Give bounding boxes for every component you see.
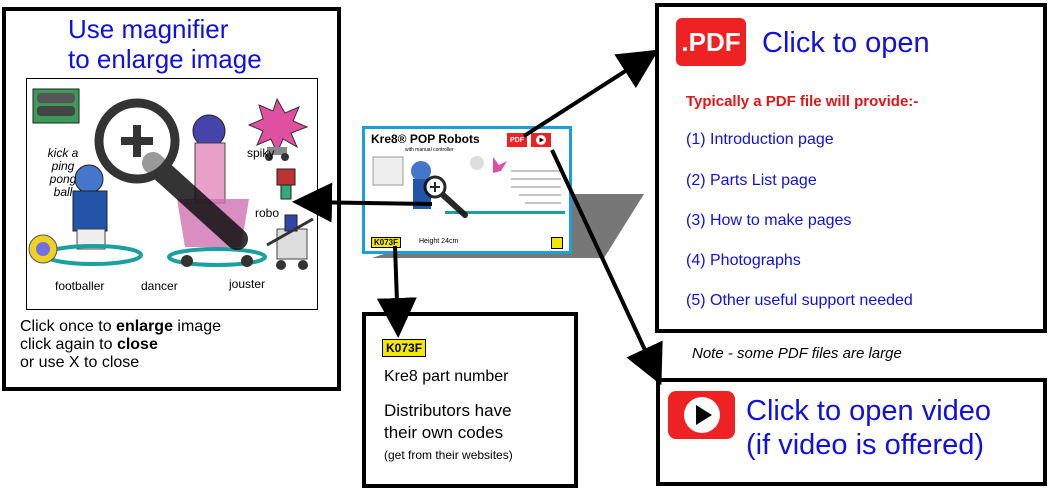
magnifier-title: Use magnifier to enlarge image xyxy=(68,14,262,74)
arrow-to-pdf xyxy=(522,49,659,138)
card-illustration xyxy=(372,156,565,218)
magnifier-figure xyxy=(94,98,248,250)
card-title: Kre8® POP Robots xyxy=(371,132,480,146)
robo-figure xyxy=(276,168,296,200)
kick-label: kick a ping pong ball xyxy=(47,146,79,199)
jouster-label: jouster xyxy=(229,277,266,291)
product-card[interactable]: Kre8® POP Robots with manual controller … xyxy=(362,126,572,254)
distributor-text: Distributors have their own codes xyxy=(384,401,512,442)
video-open-link[interactable]: Click to open video (if video is offered… xyxy=(746,395,992,461)
card-height: Height 24cm xyxy=(419,238,459,245)
pdf-item-5: (5) Other useful support needed xyxy=(686,292,913,309)
arrow-to-part-panel xyxy=(376,245,417,338)
magnifier-title-line2: to enlarge image xyxy=(68,44,262,74)
jouster-figure xyxy=(266,214,314,270)
instr-line3: or use X to close xyxy=(20,354,140,371)
card-part-code: K073F xyxy=(371,237,402,248)
pdf-intro: Typically a PDF file will provide:- xyxy=(686,93,919,110)
footballer-label: footballer xyxy=(55,279,105,293)
robot-image[interactable]: kick a ping pong ball spiky robo footbal… xyxy=(26,78,318,310)
dancer-label: dancer xyxy=(141,279,178,293)
part-number-label: Kre8 part number xyxy=(384,368,509,385)
video-play-icon[interactable] xyxy=(668,391,735,439)
card-pdf-icon[interactable]: PDF xyxy=(507,133,527,147)
arrow-to-video xyxy=(550,149,663,386)
robo-label: robo xyxy=(255,206,280,220)
part-code-badge: K073F xyxy=(382,339,427,357)
pdf-item-2: (2) Parts List page xyxy=(686,172,817,189)
instr-line2: click again to close xyxy=(20,336,158,353)
magnifier-title-line1: Use magnifier xyxy=(68,14,229,44)
footballer-figure xyxy=(28,164,143,266)
robot-illustration xyxy=(28,88,314,270)
pdf-item-1: (1) Introduction page xyxy=(686,131,834,148)
instr-line1: Click once to enlarge image xyxy=(20,318,221,335)
spiky-label: spiky xyxy=(247,146,275,160)
battery-box-figure xyxy=(32,88,80,124)
distributor-note: (get from their websites) xyxy=(384,448,513,462)
card-video-icon[interactable] xyxy=(531,133,551,147)
arrow-to-magnifier xyxy=(292,182,433,223)
pdf-size-note: Note - some PDF files are large xyxy=(692,345,902,362)
pdf-open-link[interactable]: Click to open xyxy=(762,27,930,59)
pdf-item-3: (3) How to make pages xyxy=(686,212,852,229)
pdf-item-4: (4) Photographs xyxy=(686,252,801,269)
magnifier-instructions: Click once to enlarge image click again … xyxy=(20,318,221,372)
pdf-icon[interactable]: .PDF xyxy=(676,18,746,66)
spiky-figure xyxy=(247,97,309,161)
info-icon xyxy=(551,237,563,249)
card-subtitle: with manual controller xyxy=(405,147,454,153)
